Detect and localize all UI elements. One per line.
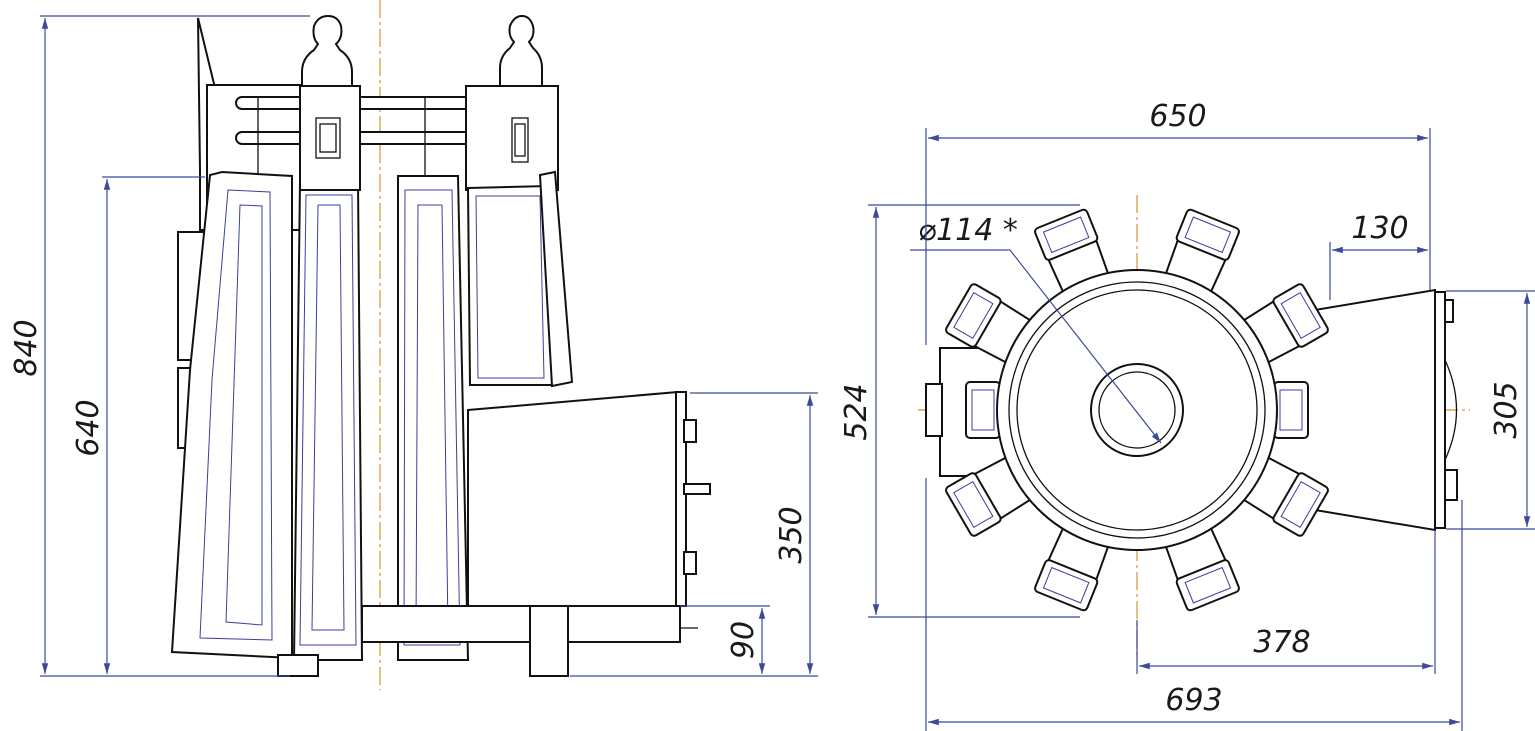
door-hinges: [683, 419, 711, 575]
chimney-inner: [1098, 371, 1176, 449]
front-leg: [529, 605, 569, 677]
dim-label-305: 305: [1489, 381, 1524, 438]
drum-inner: [1016, 289, 1258, 531]
stone-fin-5: [538, 170, 574, 388]
hanger-left: [299, 14, 361, 191]
dimension-width: 650: [925, 99, 1431, 345]
dimension-total-height: 840: [9, 15, 310, 677]
dim-label-90: 90: [726, 621, 761, 659]
dim-label-840: 840: [9, 319, 44, 376]
stone-fin-3: [397, 175, 470, 661]
dim-label-130: 130: [1351, 211, 1408, 246]
dim-label-378: 378: [1253, 625, 1310, 660]
door-top: [1434, 291, 1446, 529]
dim-label-524: 524: [839, 383, 874, 440]
chimney-outer: [1090, 363, 1184, 457]
dimension-chimney-diameter: ⌀114 *: [910, 213, 1162, 444]
stone-fin-2: [292, 181, 364, 661]
dim-label-650: 650: [1149, 99, 1206, 134]
dimension-legs-height: 90: [680, 605, 770, 674]
dimension-overall-width: 693: [925, 478, 1463, 731]
dimension-stones-height: 640: [71, 176, 205, 674]
dimension-tunnel-width: 305: [1446, 290, 1535, 530]
dimension-tunnel-extension: 130: [1329, 211, 1428, 300]
hanger-right: [465, 14, 559, 191]
dimension-center-to-door: 378: [1136, 530, 1436, 674]
dimension-firebox-height: 350: [570, 392, 818, 677]
dimension-depth: 524: [839, 204, 1080, 618]
dim-label-693: 693: [1165, 683, 1222, 718]
drum-ring: [1008, 281, 1266, 539]
dim-label-640: 640: [71, 399, 106, 456]
firebox-tunnel: [467, 390, 679, 607]
top-view: ⌀114 * 650 524 130 305: [839, 99, 1535, 731]
stone-fin-4: [466, 184, 554, 386]
side-view: 840 640 350 90: [9, 0, 818, 690]
dim-label-350: 350: [774, 506, 809, 563]
dim-label-diameter: ⌀114 *: [918, 213, 1018, 248]
base-rail: [361, 605, 681, 643]
rear-leg: [277, 654, 319, 677]
